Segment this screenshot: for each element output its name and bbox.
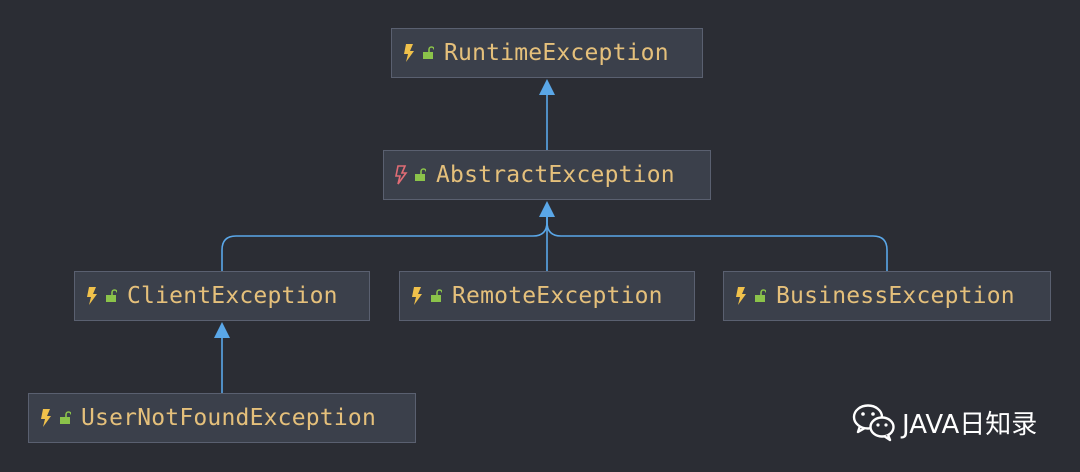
unlocked-icon	[755, 289, 766, 302]
lightning-icon	[736, 287, 746, 305]
abstract-lightning-icon	[395, 165, 408, 185]
lightning-icon	[404, 44, 414, 62]
arrowhead-runtime	[539, 79, 555, 95]
unlocked-icon	[423, 46, 434, 59]
edge-business-to-abstract	[546, 216, 888, 271]
class-name: BusinessException	[776, 283, 1015, 309]
watermark: JAVA日知录	[852, 402, 1037, 442]
unlocked-icon	[431, 289, 442, 302]
class-name: RemoteException	[452, 283, 663, 309]
watermark-text: JAVA日知录	[902, 409, 1038, 440]
unlocked-icon	[415, 168, 426, 181]
class-node-user-not-found-exception[interactable]: UserNotFoundException	[28, 393, 416, 443]
class-node-client-exception[interactable]: ClientException	[74, 271, 370, 321]
lightning-icon	[412, 287, 422, 305]
class-node-runtime-exception[interactable]: RuntimeException	[391, 28, 703, 78]
class-name: RuntimeException	[444, 40, 669, 66]
arrowhead-client	[214, 322, 230, 338]
class-name: UserNotFoundException	[81, 405, 376, 431]
class-name: AbstractException	[436, 162, 675, 188]
class-node-abstract-exception[interactable]: AbstractException	[383, 150, 711, 200]
lightning-icon	[87, 287, 97, 305]
class-name: ClientException	[127, 283, 338, 309]
class-node-business-exception[interactable]: BusinessException	[723, 271, 1051, 321]
edge-client-to-abstract	[221, 216, 548, 271]
arrowhead-abstract	[539, 201, 555, 217]
unlocked-icon	[60, 411, 71, 424]
class-node-remote-exception[interactable]: RemoteException	[399, 271, 695, 321]
lightning-icon	[41, 409, 51, 427]
wechat-icon	[852, 404, 895, 442]
unlocked-icon	[106, 289, 117, 302]
